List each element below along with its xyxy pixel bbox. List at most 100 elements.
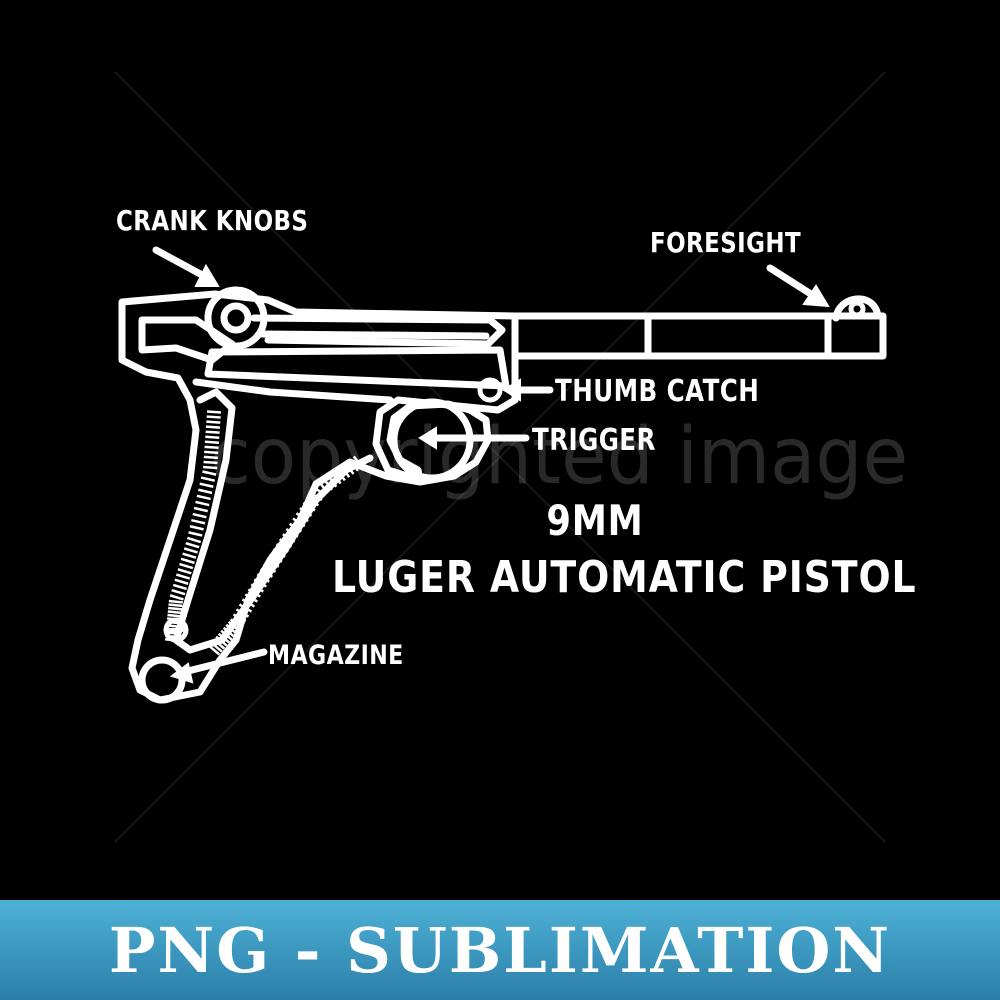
checkering-tick: [335, 468, 346, 482]
title-caliber: 9MM: [546, 496, 644, 545]
checkering-tick: [299, 507, 313, 517]
checkering-tick: [203, 455, 218, 460]
checkering-tick: [326, 474, 338, 488]
checkering-tick: [238, 603, 253, 613]
trigger-arrow: [418, 426, 530, 450]
checkering-tick: [191, 518, 206, 525]
checkering-tick: [199, 482, 214, 488]
foresight-arrow: [766, 264, 830, 308]
toggle-arm: [250, 314, 506, 348]
checkering-tick: [195, 500, 210, 507]
checkering-tick: [266, 558, 280, 568]
grip-checkering: [164, 410, 364, 656]
checkering-tick: [165, 634, 180, 639]
checkering-tick: [305, 496, 320, 507]
checkering-tick: [282, 533, 296, 543]
checkering-tick: [253, 578, 267, 588]
crank-knob-outer: [204, 286, 268, 350]
checkering-tick: [227, 620, 241, 632]
magazine-arrow: [169, 648, 268, 684]
checkering-tick: [166, 617, 182, 622]
checkering-tick: [204, 440, 219, 444]
checkering-tick: [348, 458, 359, 472]
checkering-tick: [263, 563, 277, 573]
checkering-tick: [292, 517, 306, 528]
label-magazine: MAGAZINE: [268, 640, 404, 671]
checkering-tick: [168, 606, 183, 611]
checkering-tick: [235, 608, 250, 618]
checkering-tick: [229, 618, 244, 628]
checkering-tick: [205, 435, 220, 439]
checkering-tick: [205, 430, 220, 434]
checkering-tick: [203, 460, 218, 465]
checkering-tick: [202, 470, 217, 476]
checkering-tick: [302, 501, 316, 512]
checkering-tick: [192, 512, 207, 519]
label-foresight: FORESIGHT: [650, 226, 802, 259]
pistol-diagram: [114, 71, 887, 843]
checkering-tick: [165, 627, 181, 632]
checkering-tick: [244, 593, 259, 603]
checkering-tick: [206, 410, 222, 414]
checkering-tick: [322, 477, 333, 491]
checkering-tick: [288, 522, 303, 533]
checkering-tick: [196, 494, 211, 501]
checkering-tick: [210, 641, 223, 653]
checkering-tick: [182, 552, 197, 559]
receiver-rail: [204, 346, 510, 390]
checkering-tick: [203, 465, 218, 470]
checkering-tick: [269, 553, 283, 563]
diagram-area: copyrighted image CRANK KNOBS FORESIGHT …: [114, 71, 916, 843]
checkering-tick: [352, 455, 364, 469]
checkering-tick: [169, 594, 184, 601]
barrel: [511, 312, 887, 360]
checkering-tick: [212, 638, 226, 650]
checkering-tick: [206, 420, 221, 424]
checkering-tick: [232, 613, 247, 623]
checkering-tick: [339, 465, 351, 478]
checkering-tick: [193, 506, 209, 513]
thumb-catch-arrow: [502, 378, 554, 402]
checkering-tick: [318, 481, 329, 494]
label-trigger: TRIGGER: [532, 423, 656, 458]
checkering-tick: [175, 573, 191, 580]
foresight-outline: [832, 295, 882, 322]
checkering-tick: [259, 568, 274, 578]
checkering-tick: [165, 631, 180, 635]
checkering-tick: [166, 620, 181, 625]
checkering-tick: [309, 491, 323, 502]
checkering-tick: [172, 583, 187, 591]
checkering-tick: [312, 486, 326, 496]
checkering-tick: [183, 547, 198, 554]
checkering-tick: [285, 527, 299, 538]
checkering-tick: [256, 573, 270, 583]
checkering-tick: [331, 471, 342, 485]
checkering-tick: [198, 488, 213, 495]
checkering-tick: [180, 557, 195, 565]
checkering-tick: [206, 415, 221, 419]
checkering-tick: [177, 568, 192, 575]
checkering-tick: [250, 583, 264, 593]
thumb-catch-circle: [477, 377, 503, 403]
crank-knob-inner: [220, 302, 252, 334]
checkering-tick: [200, 476, 216, 482]
checkering-tick: [275, 543, 289, 553]
checkering-tick: [222, 626, 236, 638]
checkering-tick: [164, 638, 180, 642]
checkering-tick: [247, 588, 261, 598]
checkering-tick: [295, 512, 309, 523]
checkering-tick: [344, 461, 355, 475]
label-crank-knobs: CRANK KNOBS: [116, 204, 309, 237]
label-thumb-catch: THUMB CATCH: [555, 374, 760, 409]
checkering-tick: [168, 603, 183, 608]
foresight-hole: [848, 300, 866, 318]
checkering-tick: [241, 598, 256, 608]
receiver-line: [258, 330, 490, 340]
checkering-tick: [205, 425, 221, 429]
checkering-tick: [174, 578, 189, 585]
checkering-tick: [207, 644, 221, 656]
crank-knobs-arrow: [152, 246, 220, 287]
frame-lower-edge: [192, 378, 394, 404]
checkering-tick: [215, 635, 228, 647]
watermark-cross-lines: [114, 71, 886, 843]
